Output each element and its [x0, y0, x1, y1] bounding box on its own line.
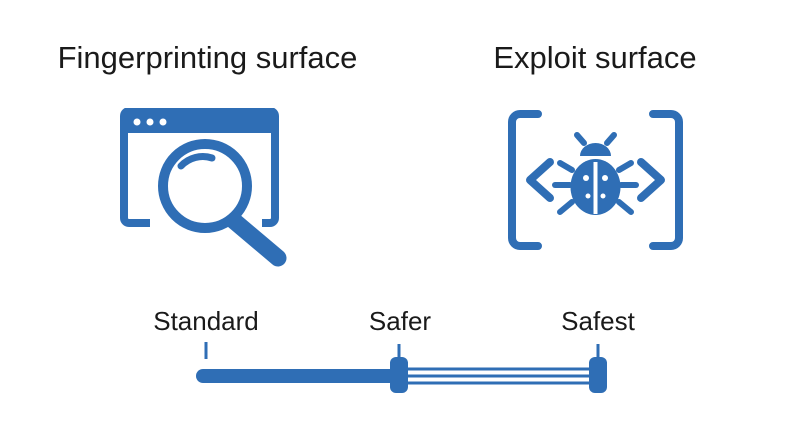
security-level-standard-label: Standard — [153, 306, 259, 336]
safest-thumb[interactable] — [589, 357, 607, 393]
code-bug-icon — [508, 110, 683, 250]
security-level-safest-label: Safest — [561, 306, 635, 336]
browser-window-magnifier-icon — [120, 108, 287, 267]
security-level-safer-label: Safer — [368, 306, 432, 336]
safer-thumb[interactable] — [390, 357, 408, 393]
security-level-slider[interactable] — [180, 335, 620, 395]
slider-filled-track — [196, 369, 402, 383]
exploit-surface-title: Exploit surface — [493, 40, 697, 75]
fingerprinting-surface-title: Fingerprinting surface — [57, 40, 358, 75]
